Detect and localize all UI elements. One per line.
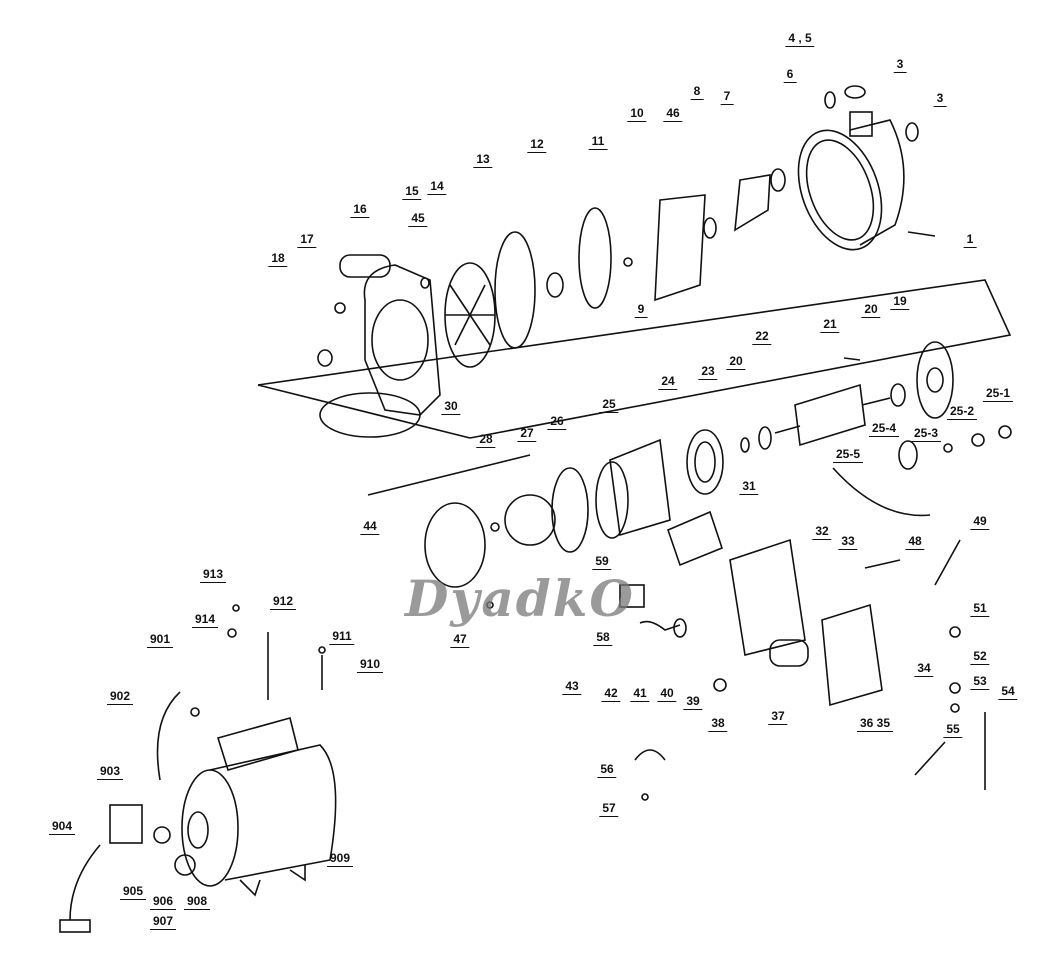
part-label: 15	[402, 185, 422, 200]
part-label: 45	[408, 212, 428, 227]
part-label: 53	[970, 675, 990, 690]
part-label: 52	[970, 650, 990, 665]
part-label: 12	[527, 138, 547, 153]
part-label: 17	[297, 233, 317, 248]
part-label: 54	[998, 685, 1018, 700]
part-label: 907	[149, 915, 177, 930]
part-label: 28	[476, 433, 496, 448]
part-label: 25-1	[982, 387, 1014, 402]
part-label: 57	[599, 802, 619, 817]
part-label: 909	[326, 852, 354, 867]
part-label: 3	[933, 92, 947, 107]
part-label: 4 , 5	[785, 32, 815, 47]
part-label: 24	[658, 375, 678, 390]
part-label: 58	[593, 631, 613, 646]
part-label: 34	[914, 662, 934, 677]
part-label: 20	[726, 355, 746, 370]
part-label: 51	[970, 602, 990, 617]
part-label: 36 35	[856, 717, 894, 732]
motor-shaft-parts	[367, 341, 954, 588]
pump-housing	[797, 85, 936, 251]
part-label: 3	[893, 58, 907, 73]
part-label: 910	[356, 658, 384, 673]
part-label: 9	[634, 303, 648, 318]
part-label: 1	[963, 233, 977, 248]
part-label: 39	[683, 695, 703, 710]
part-label: 904	[48, 820, 76, 835]
part-label: 23	[698, 365, 718, 380]
part-label: 7	[720, 90, 734, 105]
impeller-parts	[444, 168, 786, 368]
part-label: 912	[269, 595, 297, 610]
part-label: 41	[630, 687, 650, 702]
assembly-frame-lines	[257, 279, 1012, 439]
pump-cover	[317, 254, 441, 438]
part-label: 30	[441, 400, 461, 415]
part-label: 26	[547, 415, 567, 430]
part-label: 914	[191, 613, 219, 628]
part-label: 32	[812, 525, 832, 540]
part-label: 59	[592, 555, 612, 570]
part-label: 56	[597, 763, 617, 778]
part-label: 8	[690, 85, 704, 100]
part-label: 33	[838, 535, 858, 550]
part-label: 44	[360, 520, 380, 535]
part-label: 20	[861, 303, 881, 318]
part-label: 906	[149, 895, 177, 910]
part-label: 55	[943, 723, 963, 738]
part-label: 25-3	[910, 427, 942, 442]
part-label: 42	[601, 687, 621, 702]
part-label: 18	[268, 252, 288, 267]
part-label: 43	[562, 680, 582, 695]
part-label: 19	[890, 295, 910, 310]
part-label: 903	[96, 765, 124, 780]
part-label: 25-5	[832, 448, 864, 463]
part-label: 902	[106, 690, 134, 705]
part-label: 14	[427, 180, 447, 195]
part-label: 25-2	[946, 405, 978, 420]
part-label: 37	[768, 710, 788, 725]
part-label: 22	[752, 330, 772, 345]
part-label: 905	[119, 885, 147, 900]
part-label: 13	[473, 153, 493, 168]
part-label: 11	[588, 135, 608, 150]
part-label: 48	[905, 535, 925, 550]
part-label: 47	[450, 633, 470, 648]
watermark: DyadkO	[405, 569, 635, 628]
part-label: 49	[970, 515, 990, 530]
part-label: 25-4	[868, 422, 900, 437]
part-label: 911	[329, 630, 355, 645]
part-label: 901	[146, 633, 174, 648]
part-label: 27	[517, 427, 537, 442]
part-label: 6	[783, 68, 797, 83]
part-label: 40	[657, 687, 677, 702]
part-label: 46	[663, 107, 683, 122]
part-label: 21	[820, 318, 840, 333]
part-label: 16	[350, 203, 370, 218]
part-label: 31	[739, 480, 759, 495]
part-label: 913	[199, 568, 227, 583]
part-label: 25	[599, 398, 619, 413]
terminal-box-parts	[486, 425, 1012, 801]
part-label: 908	[183, 895, 211, 910]
part-label: 10	[627, 107, 647, 122]
part-label: 38	[708, 717, 728, 732]
pressure-tank	[59, 604, 337, 933]
